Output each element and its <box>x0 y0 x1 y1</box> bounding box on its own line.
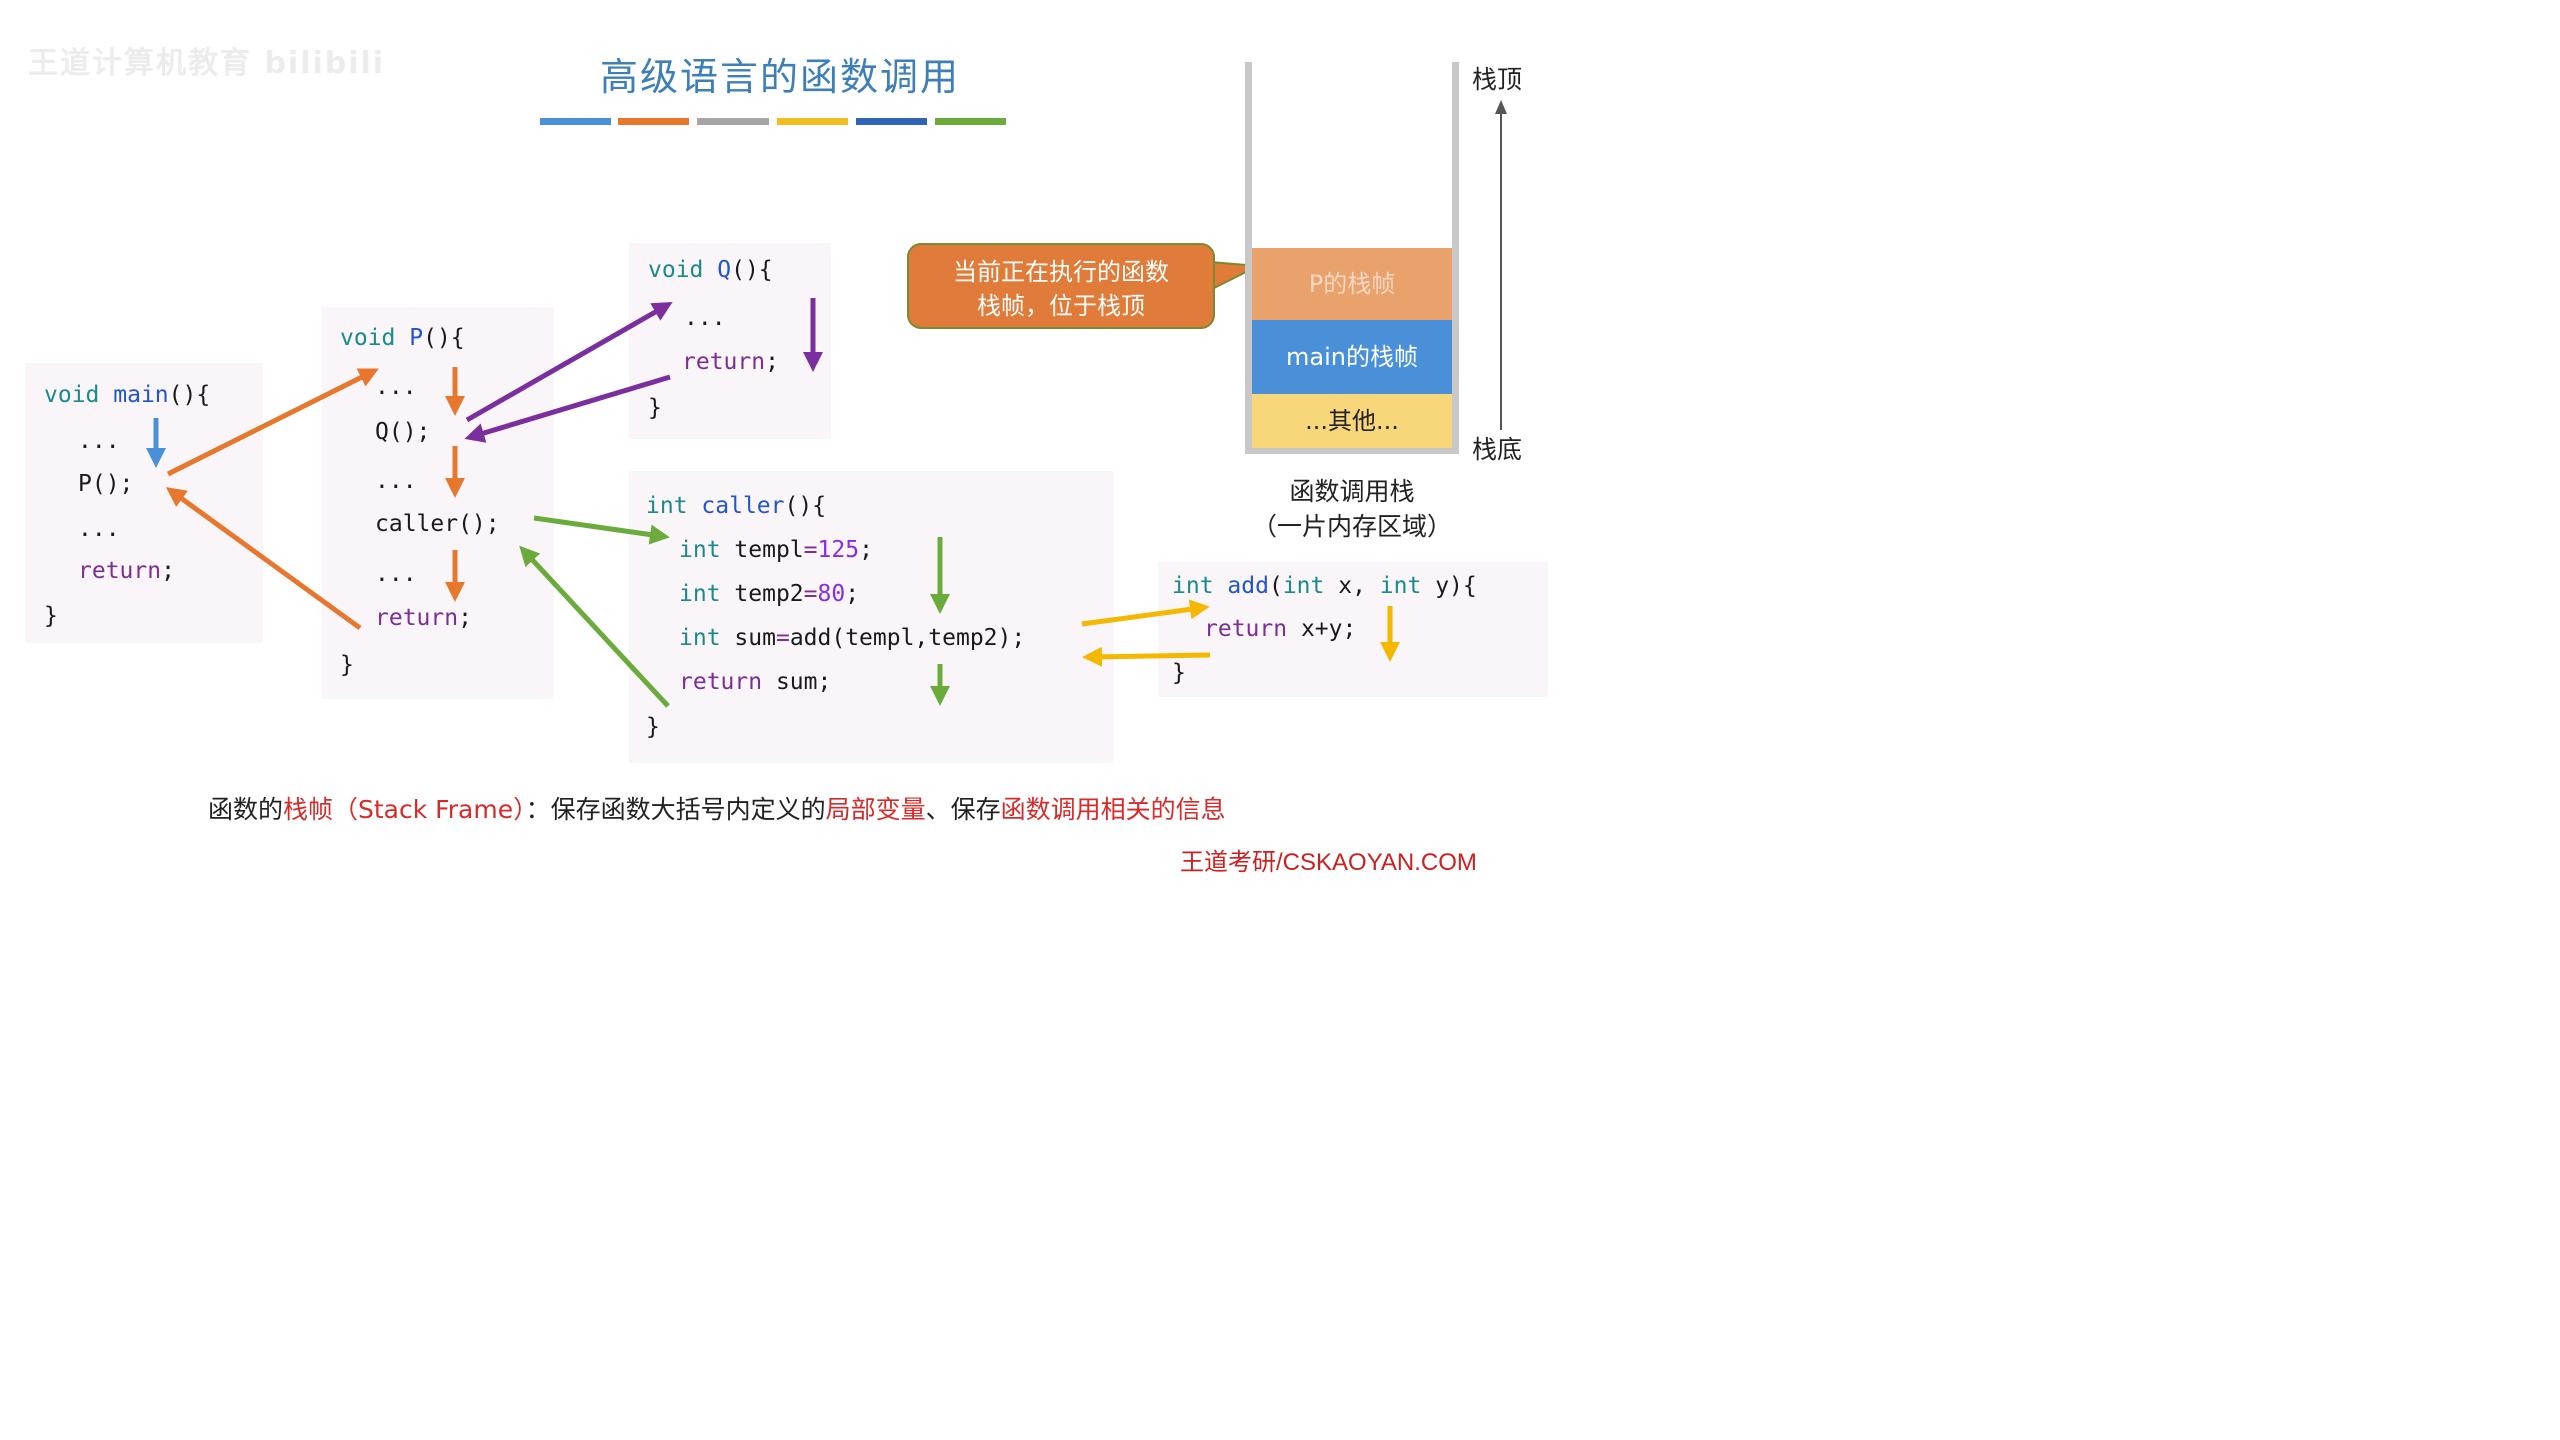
return-Q-arrow <box>464 374 671 443</box>
stack-left-wall <box>1245 62 1252 454</box>
Q-line-4: } <box>648 395 662 421</box>
stack-caption: 函数调用栈 <box>1289 477 1415 506</box>
stack-frame-P: P的栈帧 <box>1252 248 1452 320</box>
call-flow-arrows <box>146 100 1507 708</box>
caller-line-3: int temp2=80; <box>679 581 860 607</box>
main-line-1: void main(){ <box>44 382 211 408</box>
add-line-2: return x+y; <box>1204 616 1357 642</box>
title-bar-segment <box>777 118 848 125</box>
P-line-8: } <box>340 652 354 678</box>
stack-growth-arrowhead <box>1495 100 1507 114</box>
main-code-box <box>25 363 263 643</box>
title-bar-segment <box>540 118 611 125</box>
P-line-7: return; <box>375 605 472 631</box>
stack-caption-sub: （一片内存区域） <box>1251 512 1452 541</box>
return-caller-arrow <box>519 545 670 708</box>
bilibili-watermark: 王道计算机教育 bilibili <box>28 46 386 81</box>
caller-line-4: int sum=add(templ,temp2); <box>679 625 1026 651</box>
add-line-3: } <box>1172 660 1186 686</box>
return-add-arrow <box>1082 646 1211 667</box>
stack-top-label: 栈顶 <box>1472 65 1523 94</box>
stack-frame-other: ...其他... <box>1252 394 1452 448</box>
main-line-3: P(); <box>78 471 134 497</box>
main-line-5: return; <box>78 558 175 584</box>
call-caller-arrow <box>533 515 670 545</box>
title-bar-segment <box>856 118 927 125</box>
call-add-arrow <box>1081 599 1210 627</box>
stack-bottom-label: 栈底 <box>1472 435 1523 464</box>
slide-title: 高级语言的函数调用 <box>599 55 960 99</box>
stack-right-wall <box>1452 62 1459 454</box>
Q-code-box <box>629 243 831 439</box>
Q-line-1: void Q(){ <box>648 257 773 283</box>
main-line-2: ... <box>78 428 120 454</box>
caller-line-5: return sum; <box>679 669 832 695</box>
main-line-4: ... <box>78 516 120 542</box>
title-bar-segment <box>618 118 689 125</box>
title-bar-segment <box>935 118 1006 125</box>
stack-frame-definition: 函数的栈帧（Stack Frame）：保存函数大括号内定义的局部变量、保存函数调… <box>208 795 1226 824</box>
current-frame-callout: 当前正在执行的函数 栈帧，位于栈顶 <box>907 243 1215 329</box>
Q-line-3: return; <box>682 349 779 375</box>
brand-logo-text: 王道考研/CSKAOYAN.COM <box>1180 849 1477 876</box>
P-line-1: void P(){ <box>340 325 465 351</box>
return-P-arrow <box>165 487 362 631</box>
P-line-6: ... <box>375 561 417 587</box>
stack-frame-main: main的栈帧 <box>1252 320 1452 394</box>
caller-code-box <box>629 471 1114 763</box>
caller-line-1: int caller(){ <box>646 493 827 519</box>
call-P-arrow <box>166 368 379 477</box>
P-line-4: ... <box>375 468 417 494</box>
Q-line-2: ... <box>684 305 726 331</box>
caller-line-6: } <box>646 714 660 740</box>
title-bar-segment <box>697 118 769 125</box>
caller-line-2: int templ=125; <box>679 537 873 563</box>
stack-bottom <box>1245 448 1459 454</box>
add-code-box <box>1158 562 1548 697</box>
P-line-5: caller(); <box>375 511 500 537</box>
add-line-1: int add(int x, int y){ <box>1172 573 1477 599</box>
call-Q-arrow <box>465 302 673 423</box>
P-line-2: ... <box>375 374 417 400</box>
main-line-6: } <box>44 603 58 629</box>
P-line-3: Q(); <box>375 419 431 445</box>
